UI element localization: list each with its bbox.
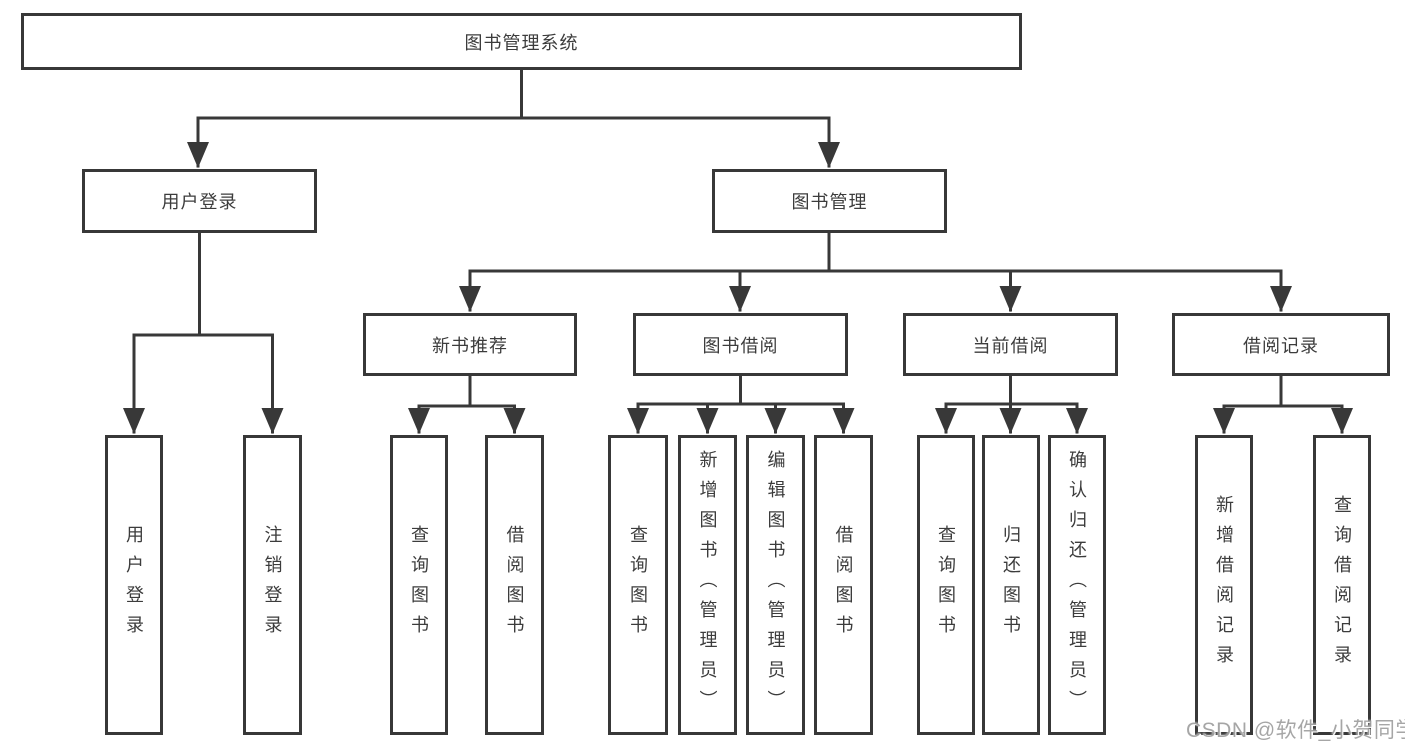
leaf-borrow-books-newrec: 借阅图书 [485, 435, 544, 735]
leaf-query-books-current-label: 查询图书 [936, 525, 956, 645]
leaf-query-borrow-record: 查询借阅记录 [1313, 435, 1371, 735]
node-new-book-recommend-label: 新书推荐 [432, 335, 508, 356]
csdn-watermark: CSDN @软件_小贺同学 [1186, 719, 1405, 742]
leaf-borrow-books-borrowing-label: 借阅图书 [833, 525, 854, 645]
leaf-query-borrow-record-label: 查询借阅记录 [1332, 495, 1352, 675]
leaf-add-books-admin-label: 新增图书（管理员） [697, 450, 718, 720]
node-current-borrowing: 当前借阅 [903, 313, 1118, 376]
leaf-logout: 注销登录 [243, 435, 302, 735]
leaf-query-books-borrowing: 查询图书 [608, 435, 668, 735]
node-user-login: 用户登录 [82, 169, 317, 233]
leaf-edit-books-admin-label: 编辑图书（管理员） [765, 450, 786, 720]
leaf-logout-label: 注销登录 [262, 525, 283, 645]
node-user-login-label: 用户登录 [161, 192, 238, 212]
node-borrowing-record: 借阅记录 [1172, 313, 1390, 376]
node-book-borrowing: 图书借阅 [633, 313, 848, 376]
leaf-borrow-books-newrec-label: 借阅图书 [504, 525, 525, 645]
leaf-query-books-current: 查询图书 [917, 435, 975, 735]
leaf-return-books-label: 归还图书 [1001, 525, 1021, 645]
node-borrowing-record-label: 借阅记录 [1243, 335, 1319, 356]
leaf-query-books-borrowing-label: 查询图书 [628, 525, 648, 645]
node-current-borrowing-label: 当前借阅 [972, 335, 1049, 356]
leaf-add-borrow-record: 新增借阅记录 [1195, 435, 1253, 735]
node-book-management-label: 图书管理 [791, 192, 868, 212]
leaf-query-books-newrec-label: 查询图书 [409, 525, 429, 645]
leaf-borrow-books-borrowing: 借阅图书 [814, 435, 873, 735]
leaf-return-books: 归还图书 [982, 435, 1040, 735]
node-book-management: 图书管理 [712, 169, 947, 233]
node-new-book-recommend: 新书推荐 [363, 313, 577, 376]
leaf-confirm-return-admin-label: 确认归还（管理员） [1067, 450, 1087, 720]
node-book-borrowing-label: 图书借阅 [702, 335, 779, 356]
leaf-add-borrow-record-label: 新增借阅记录 [1214, 495, 1234, 675]
leaf-query-books-newrec: 查询图书 [390, 435, 448, 735]
leaf-add-books-admin: 新增图书（管理员） [678, 435, 737, 735]
leaf-user-login-label: 用户登录 [124, 525, 144, 645]
node-root-label: 图书管理系统 [464, 32, 579, 53]
leaf-user-login: 用户登录 [105, 435, 163, 735]
leaf-confirm-return-admin: 确认归还（管理员） [1048, 435, 1106, 735]
node-root-library-system: 图书管理系统 [21, 13, 1022, 70]
leaf-edit-books-admin: 编辑图书（管理员） [746, 435, 805, 735]
